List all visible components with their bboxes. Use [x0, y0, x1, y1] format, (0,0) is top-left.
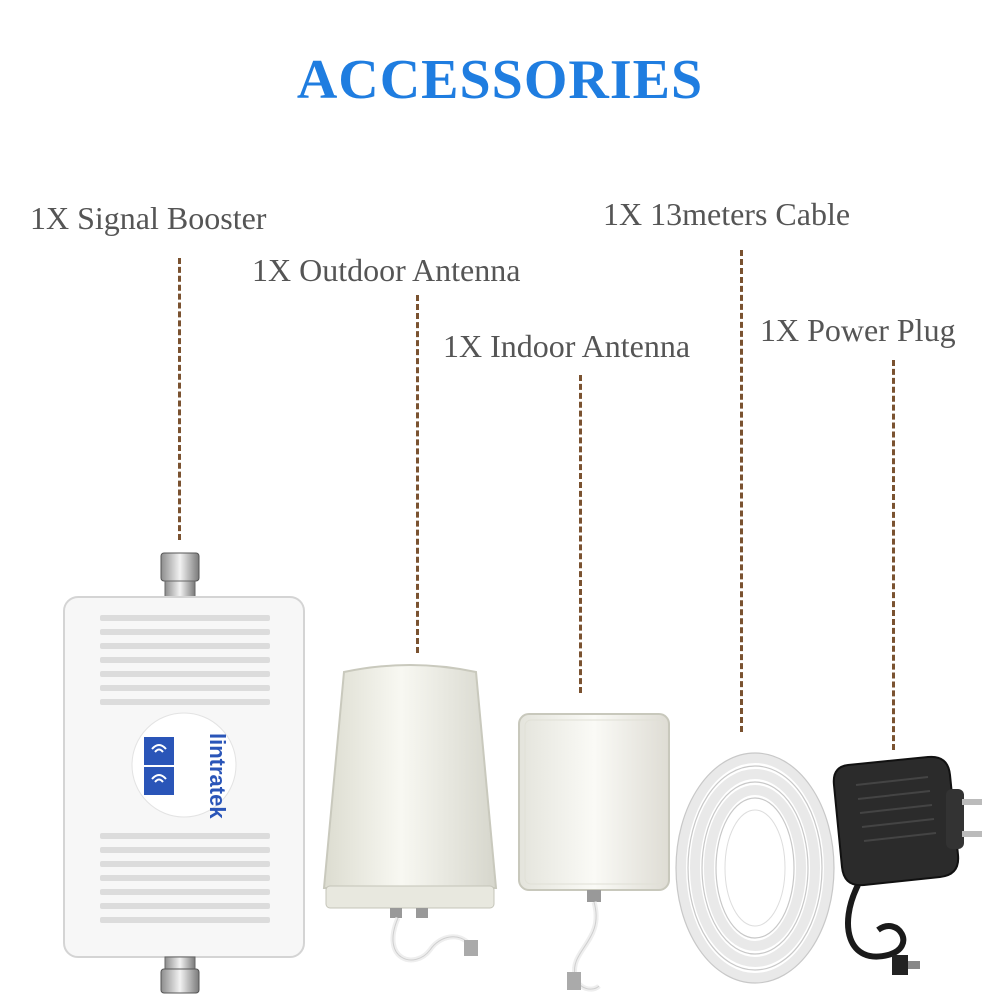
- signal-booster-icon: lintratek: [60, 545, 310, 995]
- label-cable: 1X 13meters Cable: [603, 196, 851, 232]
- leader-signal-booster: [178, 258, 181, 540]
- booster-brand: lintratek: [205, 733, 230, 819]
- outdoor-antenna-icon: [320, 660, 500, 990]
- cable-coil-icon: [675, 750, 835, 990]
- label-power-plug: 1X Power Plug: [760, 312, 956, 348]
- label-outdoor-antenna: 1X Outdoor Antenna: [252, 252, 521, 288]
- leader-power-plug: [892, 360, 895, 750]
- power-plug-icon: [828, 755, 988, 985]
- leader-cable: [740, 250, 743, 732]
- label-signal-booster: 1X Signal Booster: [30, 200, 267, 236]
- indoor-antenna-icon: [515, 710, 675, 1000]
- leader-outdoor-antenna: [416, 295, 419, 653]
- label-indoor-antenna: 1X Indoor Antenna: [443, 328, 691, 364]
- leader-indoor-antenna: [579, 375, 582, 693]
- page-title: ACCESSORIES: [296, 49, 704, 111]
